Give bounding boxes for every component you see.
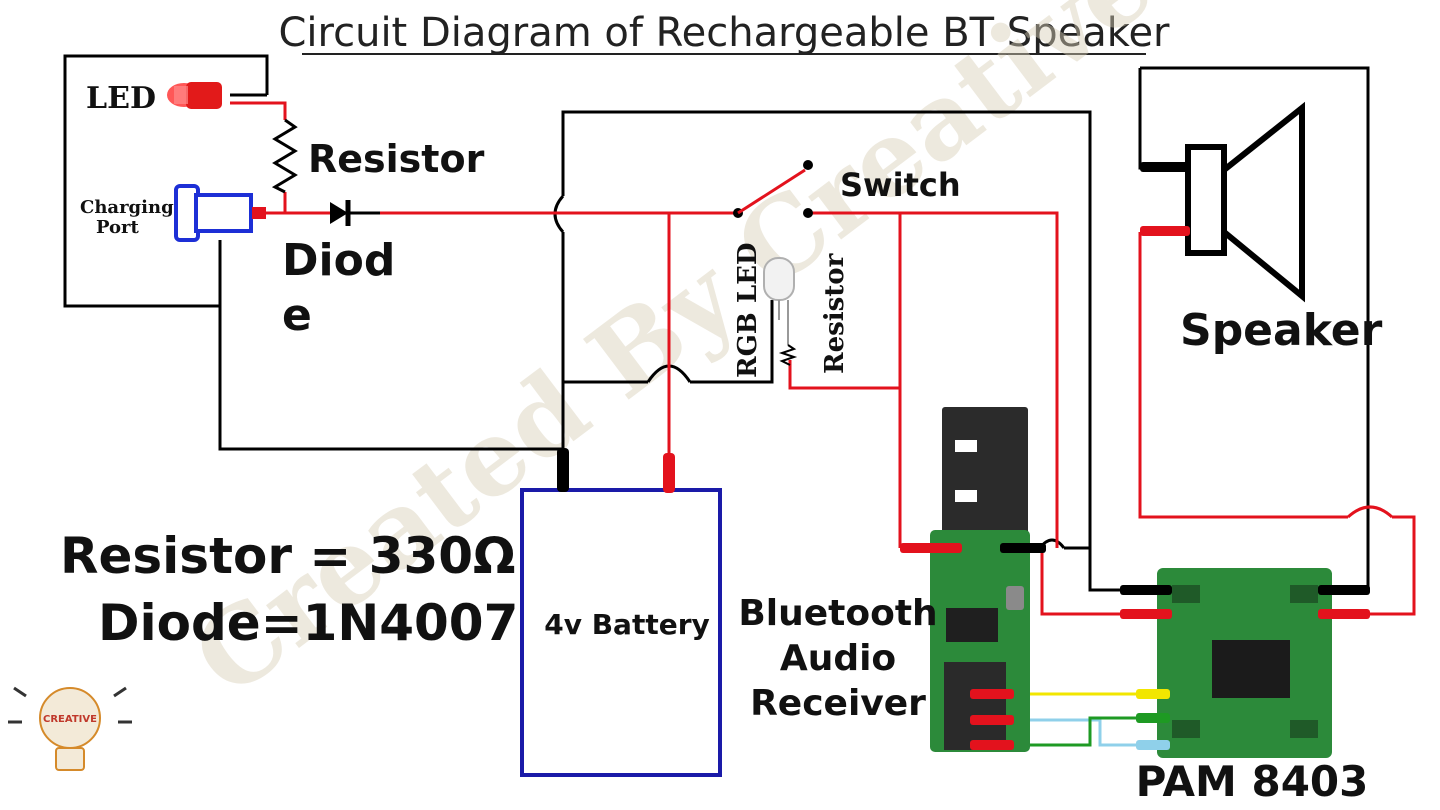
rgb-led-icon: [763, 257, 795, 345]
resistor-label: Resistor: [308, 137, 485, 181]
diode-label-2: e: [282, 290, 312, 341]
battery-label: 4v Battery: [544, 608, 710, 641]
pam-label: PAM 8403: [1136, 757, 1369, 806]
resistor-zigzag: [271, 118, 298, 194]
diagram-title: Circuit Diagram of Rechargeable BT Speak…: [278, 10, 1170, 56]
battery: [520, 448, 722, 777]
spec-resistor: Resistor = 330Ω: [60, 527, 516, 585]
charging-port-icon: [174, 184, 266, 242]
charging-port-label-1: Charging: [80, 197, 174, 218]
resistor-vertical-label: Resistor: [820, 253, 850, 374]
bt-label-2: Audio: [780, 638, 896, 679]
led-icon: [167, 82, 222, 109]
spec-diode: Diode=1N4007: [98, 594, 518, 652]
diode-label-1: Diod: [282, 235, 395, 286]
led-label: LED: [86, 81, 156, 116]
bluetooth-receiver-module: [900, 407, 1046, 752]
bt-label-3: Receiver: [750, 683, 926, 724]
logo-text: CREATIVE: [43, 714, 97, 725]
rgb-led-label: RGB LED: [733, 243, 763, 378]
diode-symbol: [330, 200, 380, 226]
red-wires: [230, 101, 1416, 616]
switch-symbol: [733, 160, 813, 218]
switch-label: Switch: [840, 166, 961, 204]
signal-wires: [1010, 692, 1160, 747]
creative-logo: [8, 686, 132, 771]
bt-label-1: Bluetooth: [738, 593, 937, 634]
charging-port-label-2: Port: [96, 217, 140, 238]
rgb-resistor-zigzag: [778, 344, 798, 366]
speaker-label: Speaker: [1180, 305, 1383, 356]
pam8403-module: [1120, 568, 1370, 758]
speaker-icon: [1140, 101, 1305, 303]
